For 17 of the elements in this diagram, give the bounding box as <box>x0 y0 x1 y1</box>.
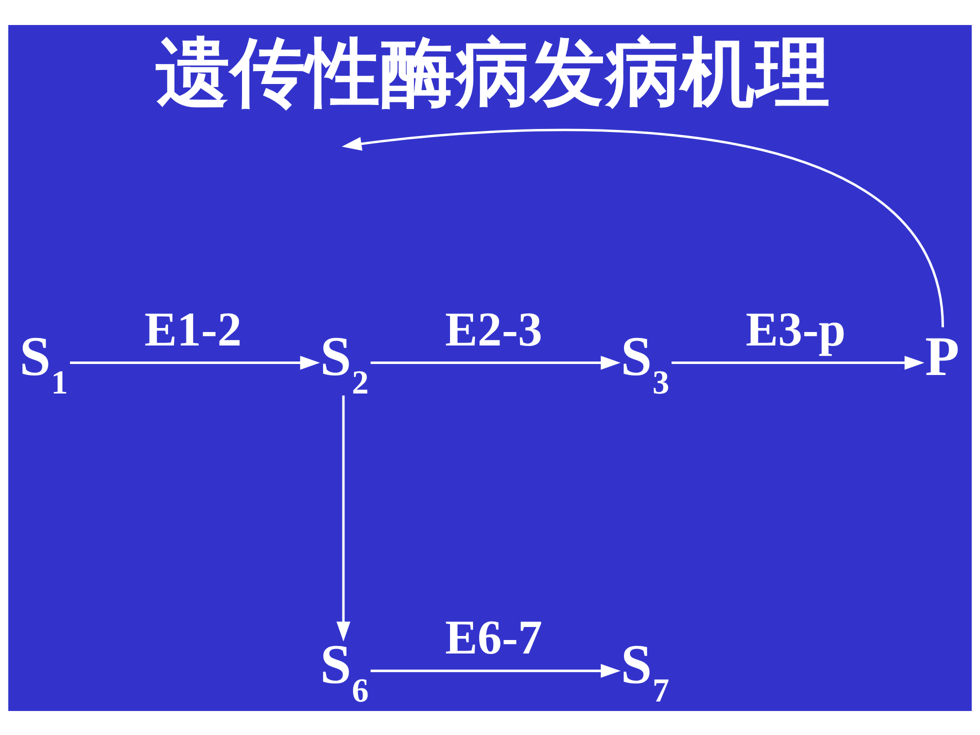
node-text: S$_{2}$ <box>320 325 369 401</box>
node-text: S$_{3}$ <box>620 325 670 401</box>
arrow <box>370 663 621 678</box>
arrow <box>370 355 621 370</box>
edge-label: E2-3 <box>445 303 542 356</box>
arrow <box>672 355 924 370</box>
node-text: S$_{1}$ <box>19 325 68 401</box>
arrow <box>70 355 320 370</box>
edge-label: E3-p <box>746 303 846 356</box>
diagram-title: 遗传性酶病发病机理 <box>156 28 831 116</box>
node-text: S$_{6}$ <box>320 633 369 709</box>
edge-label: E1-2 <box>144 303 242 356</box>
arrow <box>336 395 350 641</box>
arrow <box>342 128 944 327</box>
node-text: P <box>925 325 960 388</box>
node-text: S$_{7}$ <box>620 633 670 709</box>
edge-label: E6-7 <box>445 611 542 664</box>
